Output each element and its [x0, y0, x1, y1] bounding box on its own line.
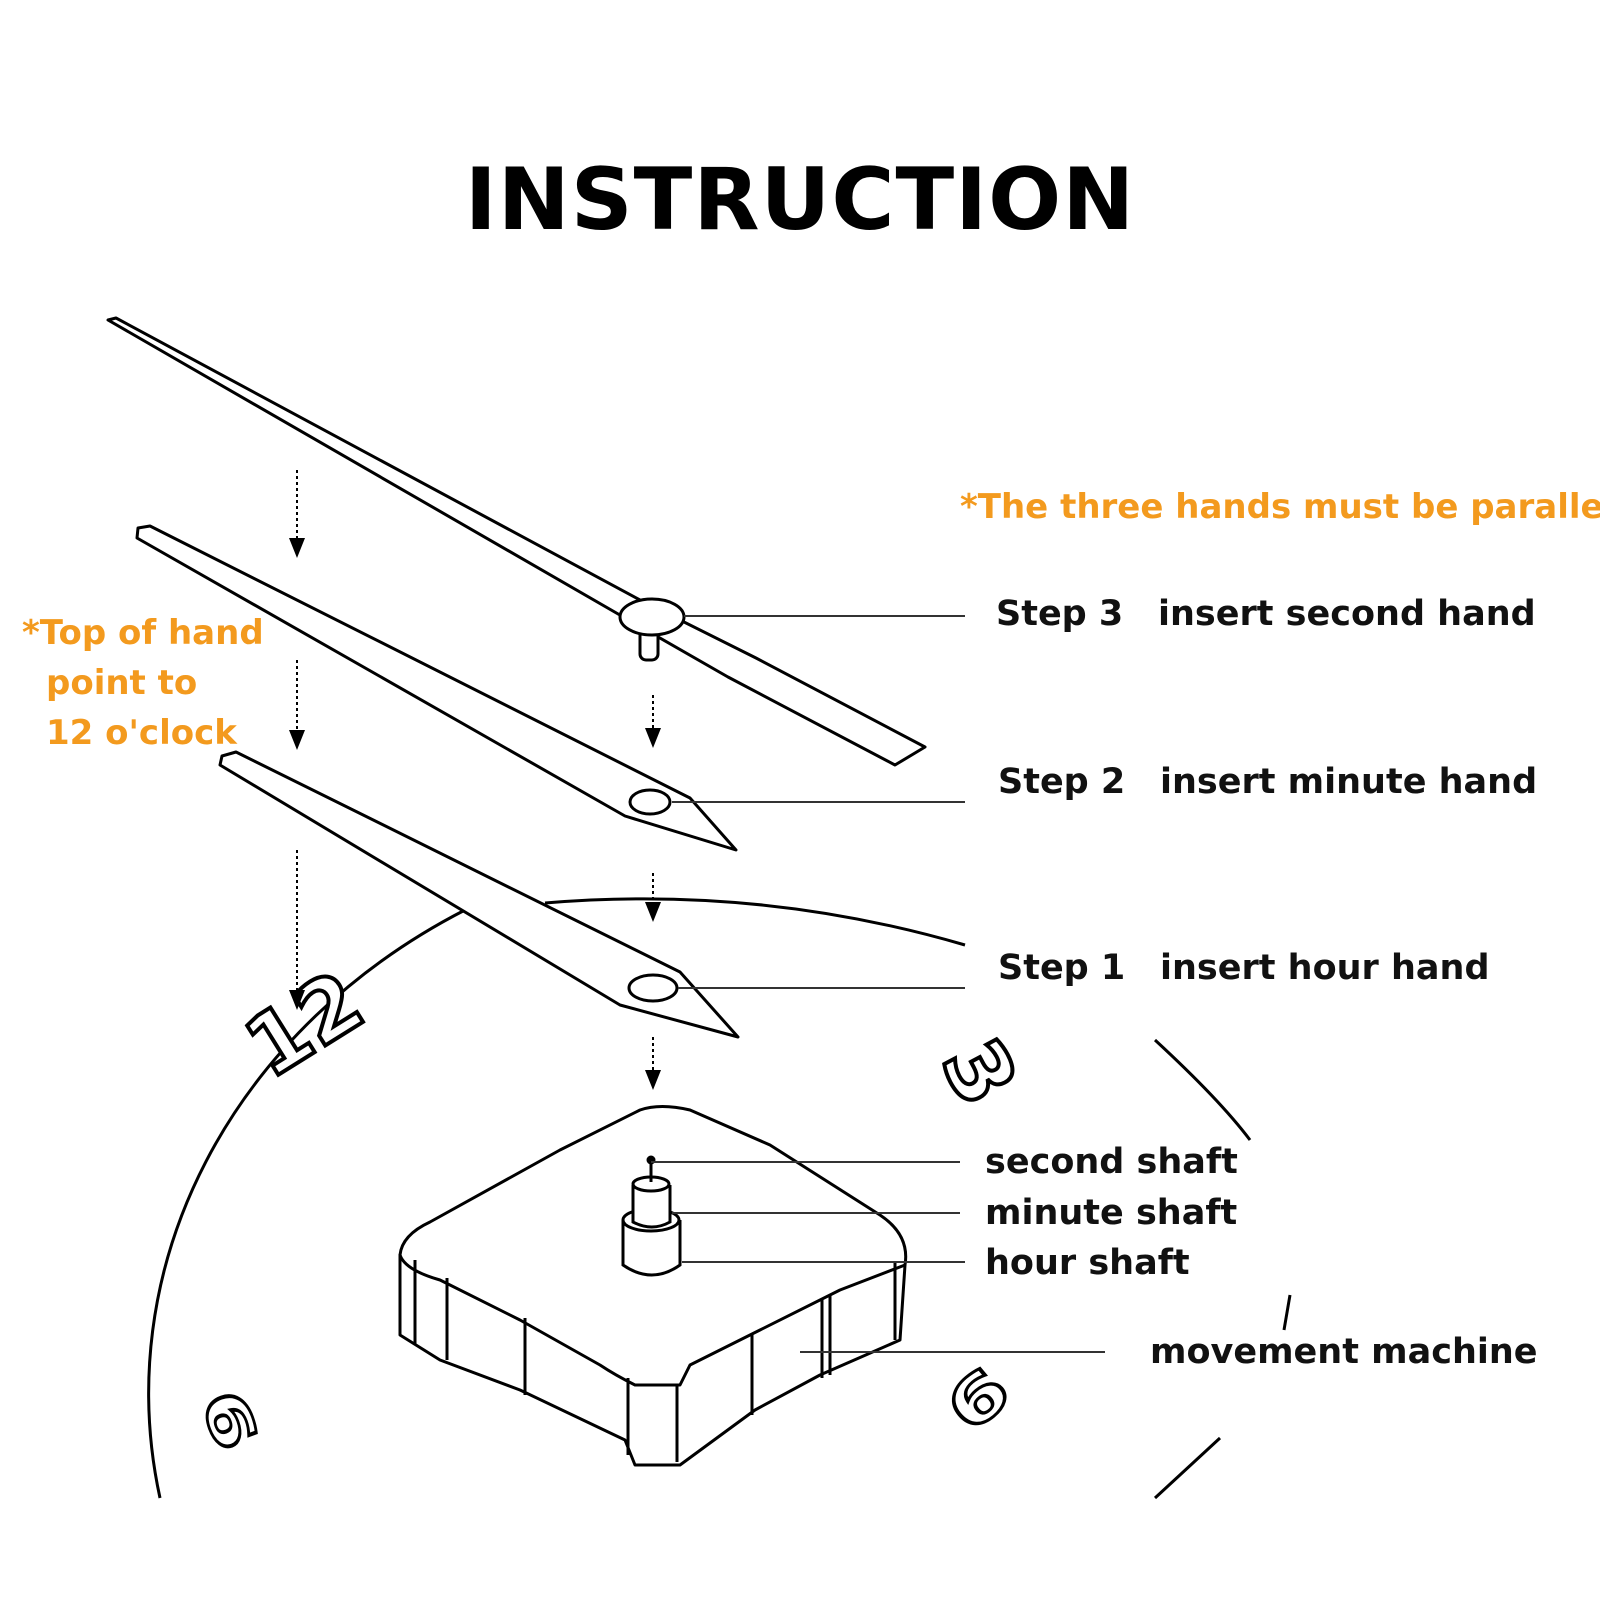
step3-label: Step 3	[996, 594, 1124, 634]
top-of-hand-note-line3: 12 o'clock	[46, 713, 237, 753]
dial-number-9: 9	[190, 1380, 274, 1458]
page-title: INSTRUCTION	[464, 150, 1136, 250]
insertion-arrows	[289, 470, 661, 1090]
minute-hand	[135, 524, 738, 852]
top-of-hand-note-line2: point to	[46, 663, 198, 703]
step2-label: Step 2	[998, 762, 1126, 802]
parallel-note: *The three hands must be parallel	[960, 487, 1600, 527]
clock-dial	[147, 897, 1292, 1500]
dial-number-3: 3	[922, 1023, 1036, 1121]
step3-action: insert second hand	[1158, 594, 1536, 634]
minute-shaft-label: minute shaft	[985, 1193, 1238, 1233]
second-shaft-label: second shaft	[985, 1142, 1238, 1182]
dial-number-6: 6	[932, 1353, 1024, 1447]
step2-action: insert minute hand	[1160, 762, 1538, 802]
second-hand	[106, 316, 927, 767]
top-of-hand-note-line1: *Top of hand	[22, 613, 264, 653]
step1-label: Step 1	[998, 948, 1126, 988]
hour-hand	[218, 750, 740, 1039]
leader-lines	[651, 615, 1105, 1353]
movement-machine-label: movement machine	[1150, 1332, 1538, 1372]
dial-number-12: 12	[229, 952, 380, 1097]
hour-shaft-label: hour shaft	[985, 1243, 1190, 1283]
step1-action: insert hour hand	[1160, 948, 1490, 988]
